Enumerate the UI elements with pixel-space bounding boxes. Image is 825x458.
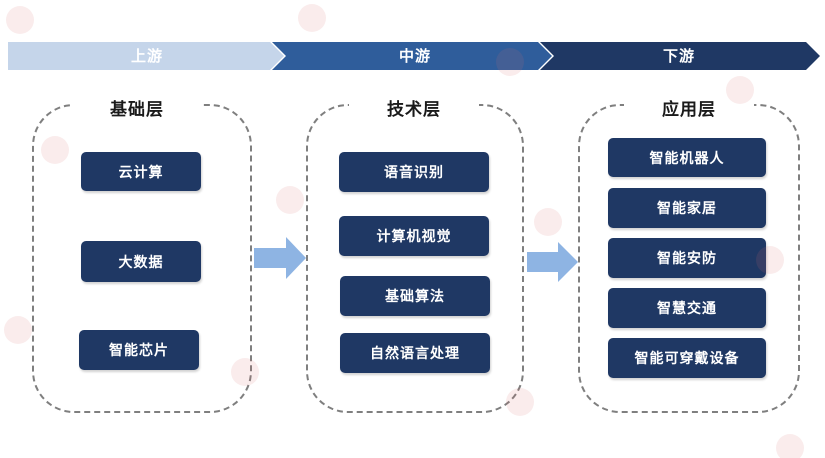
app-item-smart-home: 智能家居 <box>608 188 766 228</box>
app-item-smart-security: 智能安防 <box>608 238 766 278</box>
app-item-smart-robot: 智能机器人 <box>608 138 766 177</box>
base-item-big-data: 大数据 <box>81 241 201 282</box>
chevron-downstream <box>540 42 820 70</box>
chevron-midstream <box>272 42 552 70</box>
stage-label-upstream: 上游 <box>130 47 163 65</box>
stage-label-midstream: 中游 <box>398 47 431 65</box>
arrow-tech-to-application <box>527 242 578 282</box>
arrow-base-to-tech <box>254 237 306 279</box>
column-title-base: 基础层 <box>72 95 202 120</box>
tech-item-basic-algorithms: 基础算法 <box>340 276 490 316</box>
tech-item-computer-vision: 计算机视觉 <box>339 216 489 256</box>
stage-label-downstream: 下游 <box>662 47 695 65</box>
app-item-smart-traffic: 智慧交通 <box>608 288 766 328</box>
base-item-ai-chip: 智能芯片 <box>79 330 199 370</box>
column-title-tech: 技术层 <box>349 95 479 120</box>
tech-item-speech-recognition: 语音识别 <box>339 152 489 192</box>
column-title-application: 应用层 <box>624 95 754 120</box>
tech-item-nlp: 自然语言处理 <box>340 333 490 373</box>
app-item-wearables: 智能可穿戴设备 <box>608 338 766 378</box>
base-item-cloud-computing: 云计算 <box>81 152 201 191</box>
chevron-upstream <box>8 42 284 70</box>
